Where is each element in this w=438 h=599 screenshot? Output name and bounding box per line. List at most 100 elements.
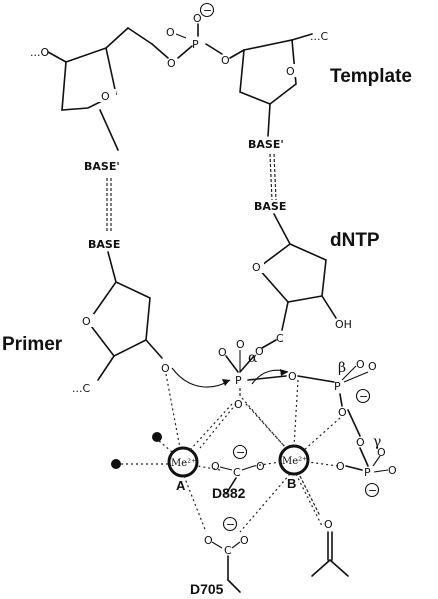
gamma-oxygen-upper: O [377,446,386,459]
dntp-sugar-ring [256,243,327,303]
coordination-bond [241,397,285,447]
bond [225,477,237,495]
bond [267,103,271,137]
template-chain-right: ...C [310,30,328,43]
beta-oxygen-upper: O [356,358,365,371]
coordination-bond [293,379,299,447]
template-phosphorus: P [192,38,199,51]
bond [205,43,223,55]
beta-oxygen-right: O [368,360,377,373]
d705-residue: O C O − D705 [190,516,249,597]
charge-minus: − [236,446,245,459]
bond [281,301,289,331]
template-label: Template [330,66,412,87]
ring-oxygen: O [252,261,261,274]
primer-3-oxygen: O [161,362,170,375]
bond [261,339,277,349]
metal-ion-b-label: Me²⁺ [282,456,307,467]
beta-gamma-bridge-oxygen: O [356,436,365,449]
bond [175,33,187,39]
site-b-label: B [287,476,296,491]
metal-a-ligands [111,432,162,469]
phosphate-oxygen-top: O [193,12,202,25]
base-pairing [106,153,277,232]
triphosphate: P O O α O O P β O O − O O P γ O O − O [218,338,397,498]
alpha-beta-bridge-oxygen: O [288,370,297,383]
charge-minus: − [203,4,212,17]
ring-oxygen: O [286,65,295,78]
bond [359,447,369,467]
coordination-bond [303,417,341,451]
template-chain-left: ...O [30,46,49,59]
charge-minus: − [226,518,235,531]
charge-circle [355,388,371,404]
phosphate-oxygen-upper-left: O [166,26,175,39]
gamma-oxygen-right: O [388,464,397,477]
bond [211,541,223,549]
bond [347,409,361,437]
hydrogen-bond [269,153,273,201]
bond [372,455,381,467]
coordination-bond [295,473,323,527]
ring-oxygen: O [82,315,91,328]
leaving-arrow-head [280,369,288,376]
coordination-bond [157,439,173,453]
bond [229,49,245,59]
beta-phosphorus: P [334,380,341,393]
coordination-bond [307,461,339,467]
gamma-phosphorus: P [364,466,371,479]
bond [345,465,363,471]
bond [97,355,115,381]
dntp-base: BASE [254,200,286,213]
bond [297,375,335,383]
bond [227,579,241,593]
d882-label: D882 [212,485,246,501]
phosphate-oxygen-left: O [167,57,176,70]
bond [177,45,193,59]
dntp-hydroxyl: OH [335,318,352,331]
ligand-atom [152,432,162,442]
site-a-label: A [176,478,186,493]
charge-circle [232,444,248,460]
alpha-label: α [248,350,258,366]
primer-chain-bottom: ...C [72,382,90,395]
coordination-bond [189,403,233,451]
bond [47,51,67,63]
coordination-bond [197,465,221,471]
d882-carbon: C [233,466,241,479]
d882-oxygen-left: O [211,460,220,473]
gamma-lower-oxygen: O [336,460,345,473]
coordination-bond [183,475,207,533]
ring-oxygen: O [101,90,110,103]
bond [329,559,349,577]
bond [219,466,233,471]
template-base-primer-pair: BASE' [84,160,120,173]
coordination-bonds [120,373,341,533]
dntp-label: dNTP [330,230,380,251]
bond [373,469,389,473]
charge-circle [222,516,238,532]
bond [151,43,169,59]
dntp-alpha-oxygen-bridge: O [255,345,264,358]
d705-oxygen-left: O [204,534,213,547]
phosphate-oxygen-right: O [221,54,230,67]
bond [339,393,343,407]
primer-base: BASE [88,238,120,251]
bond [99,109,119,151]
attack-arrow [171,367,231,388]
bond [343,371,369,383]
d705-carbon: C [224,544,232,557]
coordination-bond [165,373,181,449]
bond [225,355,239,373]
bond [291,33,313,41]
carbonyl-ligand: O [299,475,349,577]
carbonyl-oxygen: O [324,518,333,531]
hydrogen-bond [273,153,277,201]
metal-ion-a [167,446,199,478]
template-base-dntp-pair: BASE' [248,138,284,151]
charge-minus: − [368,484,377,497]
template-right-sugar-ring [239,39,297,105]
bond [105,27,129,49]
d705-oxygen-right: O [240,534,249,547]
